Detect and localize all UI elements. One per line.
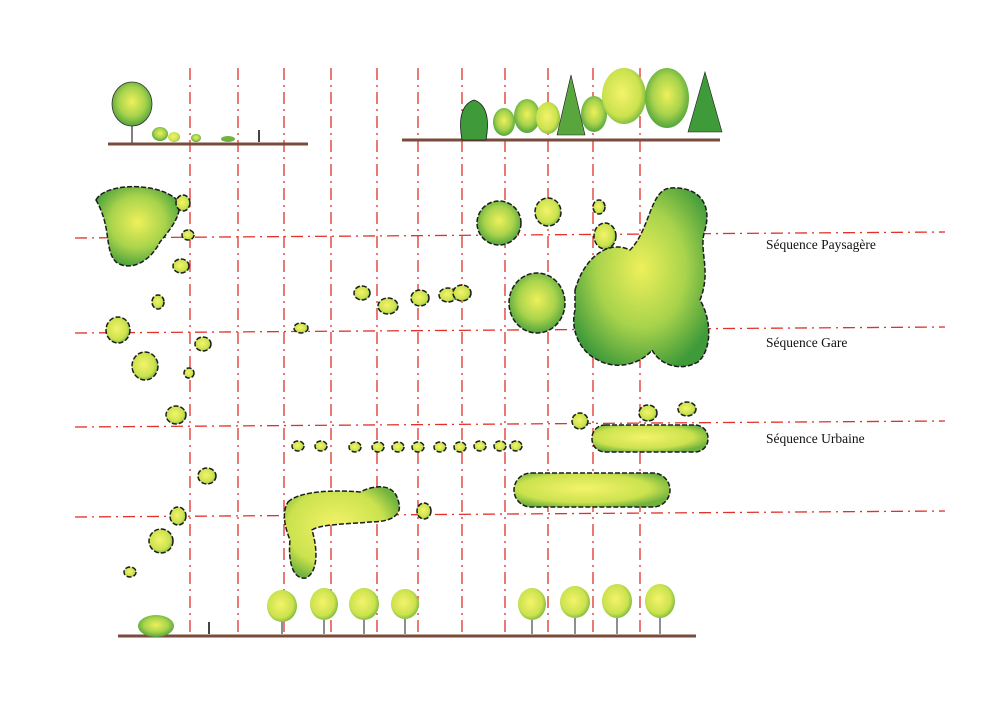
tree-canopy [181,229,195,241]
tree-canopy [677,401,697,417]
tree-canopy [371,441,385,453]
tree-canopy [183,367,195,379]
tree-canopy [131,351,159,381]
elevation-shrub [152,127,168,141]
tree-canopy [175,194,191,212]
elevation-tree [310,588,338,620]
tree-canopy [194,336,212,352]
tree-canopy [148,528,174,554]
elevation-tree [645,68,689,128]
elevation-shrub [168,132,180,142]
label-sequence-urbaine: Séquence Urbaine [766,431,865,446]
elevation-tree [581,96,607,132]
tree-canopy [509,440,523,452]
tree-canopy [172,258,190,274]
elevation-tree [602,584,632,618]
elevation-tree [536,102,560,134]
tree-canopy [123,566,137,578]
tree-canopy [411,441,425,453]
tree-canopy [169,506,187,526]
tree-canopy [476,200,522,246]
tree-canopy [291,440,305,452]
tree-canopy [410,289,430,307]
tree-canopy [508,272,566,334]
tree-canopy-cluster [95,186,180,267]
tree-canopy [416,502,432,520]
tree-canopy [377,297,399,315]
elevation-conifer [556,74,586,136]
elevation-tree-large [111,81,153,143]
label-sequence-gare: Séquence Gare [766,335,848,350]
tree-canopy [453,441,467,453]
tree-canopy [638,404,658,422]
label-sequence-paysagere: Séquence Paysagère [766,237,876,252]
tree-canopy [433,441,447,453]
elevation-tree [602,68,646,124]
tree-row-hedge [591,424,709,453]
elevation-shrub [221,136,235,142]
tree-canopy [105,316,131,344]
tree-row-hedge [513,472,671,508]
tree-canopy-cluster [573,187,710,368]
tree-canopy [348,441,362,453]
bottom-elevation [118,584,696,638]
tree-canopy [592,199,606,215]
tree-canopy [165,405,187,425]
elevation-street-trees [281,618,661,634]
elevation-tree [560,586,590,618]
tree-canopy [293,322,309,334]
tree-row-hedge [283,486,401,579]
elevation-conifer [687,70,723,133]
plan-view [95,186,710,579]
elevation-tree [391,589,419,619]
tree-canopy [452,284,472,302]
elevation-tree [514,99,540,133]
elevation-tree [518,588,546,620]
elevation-tree [493,108,515,136]
elevation-shrub [138,615,174,637]
tree-canopy [571,412,589,430]
elevation-tree [349,588,379,620]
tree-canopy [473,440,487,452]
elevation-tree-weeping [460,99,488,141]
elevation-tree [645,584,675,618]
vertical-guide-lines [189,68,641,636]
tree-canopy [314,440,328,452]
tree-canopy [197,467,217,485]
tree-canopy [391,441,405,453]
elevation-tree [267,590,297,622]
elevation-shrub [191,134,201,142]
tree-canopy [151,294,165,310]
tree-canopy [593,222,617,250]
tree-canopy [493,440,507,452]
tree-canopy [534,197,562,227]
top-elevation [108,68,723,146]
tree-canopy [353,285,371,301]
